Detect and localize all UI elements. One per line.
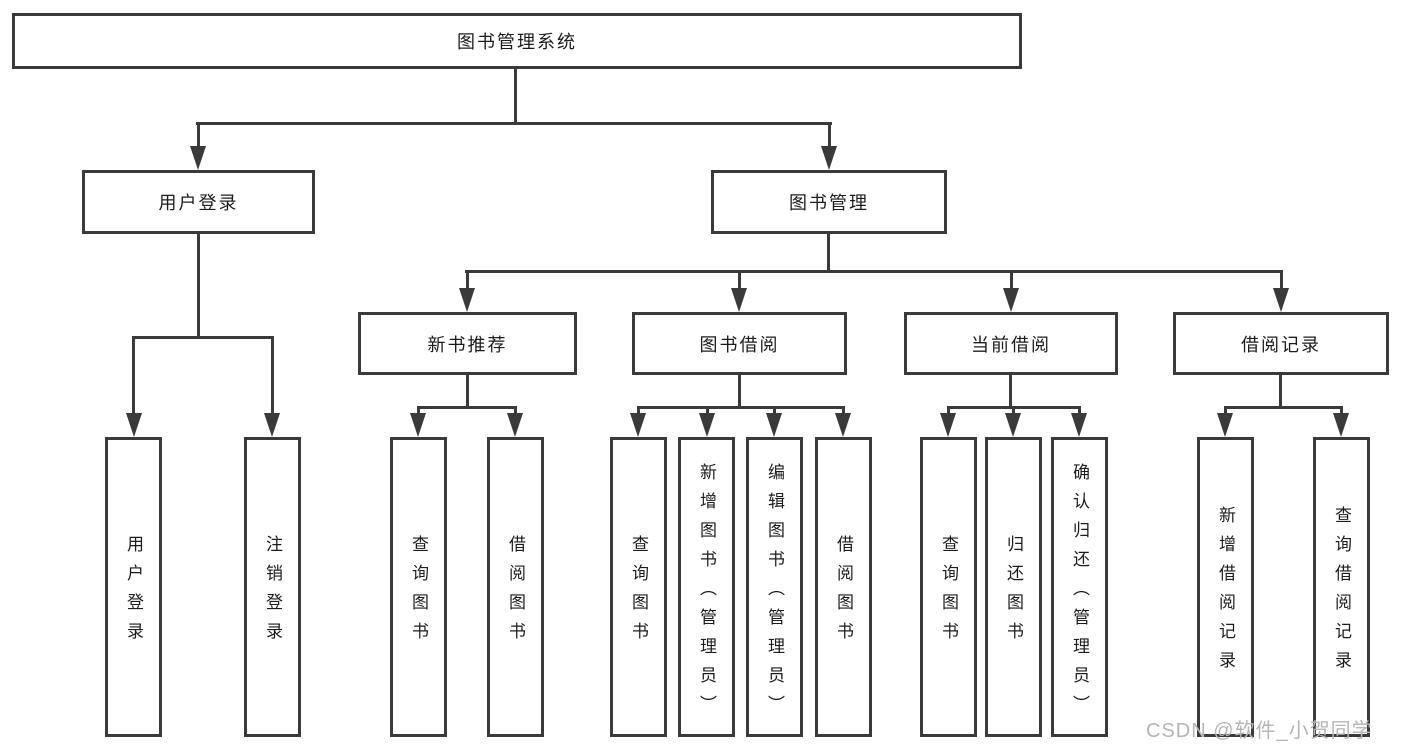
- node-leaf-records-query-record: 查询借阅记录: [1313, 437, 1370, 737]
- edge-line: [1280, 270, 1283, 289]
- node-leaf-borrowing-query-books-label: 查询图书: [629, 535, 648, 651]
- edge-line: [466, 375, 469, 409]
- edge-line: [947, 406, 950, 414]
- node-book-management: 图书管理: [711, 170, 947, 234]
- node-leaf-records-query-record-label: 查询借阅记录: [1332, 506, 1351, 680]
- node-leaf-borrowing-edit-books-label: 编辑图书（管理员）: [765, 462, 784, 724]
- node-leaf-user-login-label: 用户登录: [124, 535, 143, 651]
- node-current-borrowing: 当前借阅: [904, 312, 1118, 375]
- node-leaf-borrowing-borrow-books: 借阅图书: [815, 437, 872, 737]
- edge-line: [197, 234, 200, 339]
- arrow-down-icon: [459, 288, 475, 312]
- arrow-down-icon: [1273, 288, 1289, 312]
- edge-line: [1224, 406, 1227, 414]
- node-leaf-records-add-record: 新增借阅记录: [1197, 437, 1254, 737]
- edge-line: [1012, 406, 1015, 414]
- node-leaf-logout-label: 注销登录: [263, 535, 282, 651]
- edge-line: [738, 270, 741, 289]
- edge-line: [1224, 406, 1343, 409]
- arrow-down-icon: [1217, 413, 1233, 437]
- edge-line: [842, 406, 845, 414]
- node-new-book-recommend: 新书推荐: [358, 312, 577, 375]
- edge-line: [132, 336, 274, 339]
- edge-line: [1010, 270, 1013, 289]
- node-book-borrowing: 图书借阅: [632, 312, 847, 375]
- arrow-down-icon: [1003, 288, 1019, 312]
- edge-line: [827, 234, 830, 273]
- arrow-down-icon: [835, 413, 851, 437]
- arrow-down-icon: [507, 413, 523, 437]
- node-new-book-recommend-label: 新书推荐: [427, 334, 508, 355]
- node-leaf-user-login: 用户登录: [105, 437, 162, 737]
- node-leaf-current-confirm-return-label: 确认归还（管理员）: [1070, 462, 1089, 724]
- arrow-down-icon: [410, 413, 426, 437]
- node-leaf-current-query-books: 查询图书: [920, 437, 977, 737]
- node-leaf-recommend-query-books: 查询图书: [390, 437, 447, 737]
- edge-line: [132, 336, 135, 414]
- node-book-borrowing-label: 图书借阅: [699, 334, 780, 355]
- node-root: 图书管理系统: [12, 13, 1022, 69]
- arrow-down-icon: [821, 146, 837, 170]
- arrow-down-icon: [699, 413, 715, 437]
- arrow-down-icon: [1005, 413, 1021, 437]
- node-leaf-recommend-borrow-books: 借阅图书: [487, 437, 544, 737]
- edge-line: [271, 336, 274, 414]
- node-leaf-current-return-books: 归还图书: [985, 437, 1042, 737]
- edge-line: [1009, 375, 1012, 409]
- arrow-down-icon: [731, 288, 747, 312]
- node-user-login-label: 用户登录: [158, 193, 239, 213]
- node-leaf-borrowing-add-books: 新增图书（管理员）: [678, 437, 735, 737]
- node-leaf-borrowing-edit-books: 编辑图书（管理员）: [746, 437, 803, 737]
- edge-line: [466, 270, 469, 289]
- node-book-management-label: 图书管理: [789, 193, 869, 213]
- edge-line: [1279, 375, 1282, 409]
- arrow-down-icon: [1071, 413, 1087, 437]
- arrow-down-icon: [126, 413, 142, 437]
- edge-line: [465, 270, 1283, 273]
- node-leaf-recommend-query-books-label: 查询图书: [409, 535, 428, 651]
- arrow-down-icon: [766, 413, 782, 437]
- arrow-down-icon: [264, 413, 280, 437]
- edge-line: [417, 406, 420, 414]
- node-borrowing-records: 借阅记录: [1173, 312, 1389, 375]
- node-leaf-current-query-books-label: 查询图书: [939, 535, 958, 651]
- node-borrowing-records-label: 借阅记录: [1241, 334, 1321, 355]
- node-leaf-recommend-borrow-books-label: 借阅图书: [506, 535, 525, 651]
- edge-line: [637, 406, 845, 409]
- node-leaf-records-add-record-label: 新增借阅记录: [1216, 506, 1235, 680]
- node-leaf-current-confirm-return: 确认归还（管理员）: [1051, 437, 1108, 737]
- csdn-watermark: CSDN @软件_小贺同学: [1146, 720, 1373, 742]
- edge-line: [1078, 406, 1081, 414]
- arrow-down-icon: [630, 413, 646, 437]
- edge-line: [1340, 406, 1343, 414]
- node-current-borrowing-label: 当前借阅: [971, 334, 1051, 355]
- arrow-down-icon: [940, 413, 956, 437]
- node-user-login: 用户登录: [82, 170, 315, 234]
- node-leaf-borrowing-borrow-books-label: 借阅图书: [834, 535, 853, 651]
- arrow-down-icon: [1333, 413, 1349, 437]
- node-leaf-borrowing-query-books: 查询图书: [610, 437, 667, 737]
- edge-line: [417, 406, 517, 409]
- edge-line: [738, 375, 741, 409]
- node-leaf-borrowing-add-books-label: 新增图书（管理员）: [697, 462, 716, 724]
- edge-line: [514, 66, 517, 125]
- node-leaf-logout: 注销登录: [244, 437, 301, 737]
- edge-line: [514, 406, 517, 414]
- edge-line: [637, 406, 640, 414]
- edge-line: [706, 406, 709, 414]
- edge-line: [196, 122, 832, 125]
- node-root-label: 图书管理系统: [457, 32, 577, 52]
- edge-line: [773, 406, 776, 414]
- arrow-down-icon: [190, 146, 206, 170]
- edge-line: [828, 122, 831, 148]
- node-leaf-current-return-books-label: 归还图书: [1004, 535, 1023, 651]
- edge-line: [197, 122, 200, 148]
